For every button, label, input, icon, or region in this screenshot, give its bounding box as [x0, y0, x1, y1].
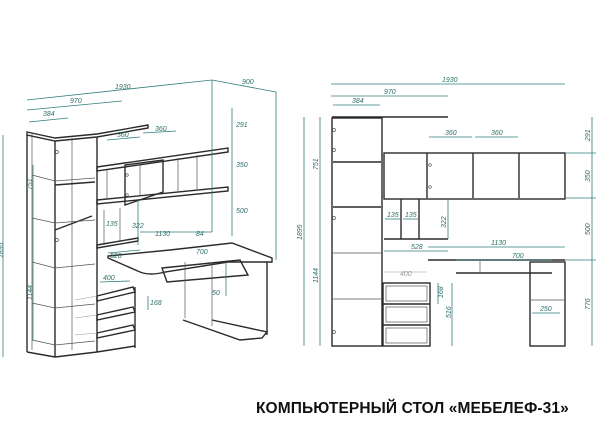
- front-view: 1930 970 384 360 360 291 350 500 776 751…: [297, 77, 596, 347]
- keyboard-tray: [161, 259, 250, 283]
- dim-front-lower-h: 1144: [313, 268, 320, 283]
- page-title: КОМПЬЮТЕРНЫЙ СТОЛ «МЕБЕЛЕФ-31»: [256, 400, 569, 417]
- dim-front-desk: 1130: [491, 240, 506, 247]
- dim-front-h-mid: 500: [585, 223, 592, 235]
- desk-base: [182, 319, 269, 341]
- dim-front-tray: 700: [512, 253, 524, 260]
- dim-iso-drawer: 400: [103, 275, 115, 282]
- dim-front-leg: 250: [539, 306, 552, 313]
- dim-iso-desk-offset: 84: [196, 231, 204, 238]
- dim-iso-cab1: 360: [117, 132, 129, 139]
- desk-leg: [529, 261, 566, 347]
- dim-front-drawer: 400: [400, 271, 412, 278]
- dim-front-small1: 135: [387, 212, 399, 219]
- dim-iso-cab2: 360: [155, 126, 167, 133]
- dim-front-tower: 384: [352, 98, 364, 105]
- dim-iso-h-small: 322: [132, 223, 144, 230]
- dim-iso-h-cab: 350: [236, 162, 248, 169]
- dim-iso-lower-h: 1144: [27, 285, 34, 300]
- dim-iso-h-mid: 500: [236, 208, 248, 215]
- dim-front-h-cab: 350: [585, 170, 592, 182]
- middle-shelf: [96, 186, 229, 205]
- dim-iso-desk: 1130: [155, 231, 170, 238]
- dim-iso-return: 528: [110, 253, 122, 260]
- dim-front-return: 528: [411, 244, 423, 251]
- dim-iso-tower: 384: [43, 111, 55, 118]
- drawers: [382, 282, 431, 347]
- dim-front-cab1: 360: [445, 130, 457, 137]
- top-shelf: [26, 124, 149, 142]
- dim-front-width: 1930: [442, 77, 458, 84]
- dim-front-small2: 135: [405, 212, 417, 219]
- dim-iso-leg: 50: [212, 290, 220, 297]
- dim-front-h-top: 291: [585, 129, 592, 142]
- dim-iso-upper-h: 751: [27, 178, 34, 190]
- dim-front-top-shelf: 970: [384, 89, 396, 96]
- dim-front-cab2: 360: [491, 130, 503, 137]
- dim-front-drawers-h: 516: [446, 306, 453, 318]
- dim-iso-small: 135: [106, 221, 118, 228]
- dim-iso-tray: 700: [196, 249, 208, 256]
- dim-iso-depth: 900: [242, 79, 254, 86]
- dim-front-h-desk: 776: [585, 298, 592, 310]
- dim-front-upper-h: 751: [313, 158, 320, 170]
- dim-iso-h-top: 291: [235, 122, 248, 129]
- dim-front-total-h: 1895: [297, 224, 304, 240]
- tower: [331, 117, 383, 347]
- upper-cabinets: [383, 152, 566, 200]
- dim-iso-width: 1930: [115, 84, 131, 91]
- isometric-view: 1930 900 970 384 360 360 291 350 500 322…: [0, 79, 277, 358]
- dim-iso-drawer-h: 168: [150, 300, 162, 307]
- upper-shelf: [96, 147, 229, 172]
- dim-front-drawer-h: 168: [438, 286, 445, 298]
- desk-top: [107, 242, 273, 275]
- dim-iso-total-h: 1895: [0, 242, 5, 258]
- dim-iso-top-shelf: 970: [70, 98, 82, 105]
- dim-front-h-small: 322: [441, 216, 448, 228]
- cabinet-door: [124, 159, 164, 206]
